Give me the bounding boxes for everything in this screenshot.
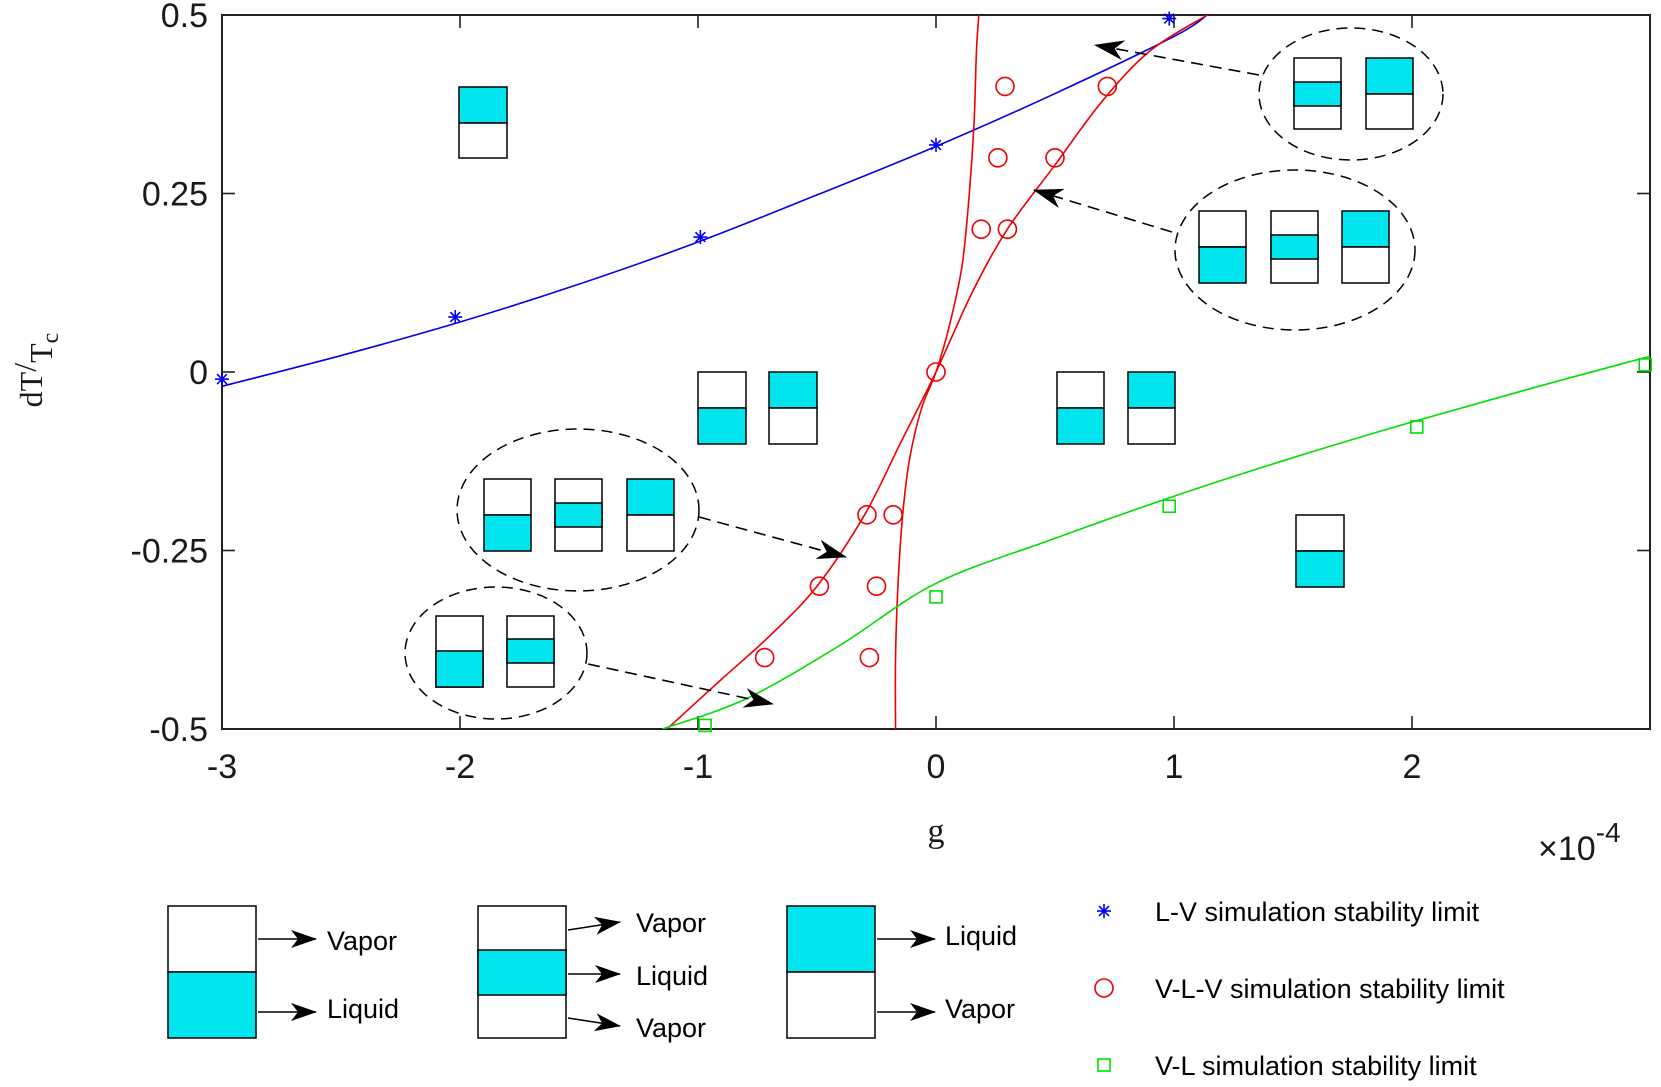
circle-marker: [995, 76, 1015, 97]
fit-curve: [662, 355, 1650, 729]
legend-label: Vapor: [636, 908, 706, 938]
asterisk-marker: [1162, 11, 1177, 26]
circle-marker: [754, 647, 775, 668]
callout-right-three-configs: [1033, 169, 1416, 331]
square-marker: [1638, 358, 1653, 372]
x-tick-label: 2: [1403, 748, 1422, 786]
asterisk-marker: [693, 230, 708, 245]
y-axis-label: dT/Tc: [7, 333, 64, 408]
circle-marker: [926, 362, 946, 382]
data-markers: [215, 11, 1653, 733]
legend-entry-label: L-V simulation stability limit: [1155, 897, 1480, 927]
phase-glyphs: [404, 27, 1444, 720]
x-tick-label: -1: [683, 748, 713, 786]
x-tick-label: -3: [207, 748, 237, 786]
fit-curve: [666, 15, 1208, 729]
svg-text:dT/Tc: dT/Tc: [7, 333, 64, 408]
config-liquid-over-vapor: Liquid Vapor: [786, 905, 1017, 1039]
x-tick-label: 1: [1165, 748, 1184, 786]
y-tick-label: 0.5: [161, 0, 208, 35]
asterisk-marker: [215, 372, 229, 387]
legend-entry-lv: L-V simulation stability limit: [1097, 897, 1480, 927]
callout-lower-left-liquid-vapor: [404, 586, 774, 720]
glyph-liquid-over-vapor-middle-left: [768, 371, 818, 445]
circle-marker: [866, 576, 887, 597]
x-tick-labels: -3 -2 -1 0 1 2: [207, 748, 1422, 786]
asterisk-marker: [448, 310, 463, 325]
y-label-slash: /: [7, 363, 43, 372]
circle-marker: [997, 219, 1018, 239]
y-label-main: dT: [13, 371, 49, 407]
glyph-vapor-over-liquid-lower-right: [1295, 514, 1345, 588]
legend-label: Liquid: [945, 921, 1017, 951]
legend-label: Vapor: [945, 994, 1015, 1024]
legend-label: Vapor: [636, 1013, 706, 1043]
legend-configurations: Vapor Liquid Vapor Liquid Vapor Liquid V…: [167, 905, 1017, 1043]
y-tick-label: -0.5: [149, 711, 208, 749]
config-vapor-over-liquid: Vapor Liquid: [167, 905, 399, 1039]
multiplier-exponent: -4: [1596, 817, 1621, 848]
x-axis-label: g: [928, 813, 945, 850]
y-tick-label: -0.25: [131, 533, 209, 571]
y-label-subsub: c: [38, 333, 64, 344]
callout-left-three-configs: [456, 428, 847, 592]
square-marker: [698, 718, 712, 733]
legend-label: Vapor: [327, 926, 397, 956]
fit-curve: [894, 15, 980, 729]
circle-marker: [1097, 76, 1118, 97]
y-tick-label: 0.25: [142, 176, 208, 214]
circle-marker: [857, 504, 877, 525]
circle-marker: [809, 576, 830, 597]
callout-upper-right-liquid-vapor: [1094, 27, 1444, 161]
legend-marker: [1097, 1058, 1111, 1072]
config-vapor-liquid-vapor: Vapor Liquid Vapor: [477, 905, 708, 1043]
x-axis-multiplier: ×10-4: [1538, 817, 1621, 868]
y-tick-labels: -0.5 -0.25 0 0.25 0.5: [131, 0, 209, 749]
circle-marker: [1045, 148, 1065, 168]
circle-marker: [883, 504, 903, 525]
legend-label: Liquid: [636, 961, 708, 991]
legend-entry-label: V-L simulation stability limit: [1155, 1051, 1477, 1081]
asterisk-marker: [929, 137, 943, 152]
glyph-vapor-over-liquid-middle-left: [697, 371, 747, 445]
circle-marker: [971, 219, 992, 239]
legend-marker: [1097, 904, 1111, 918]
legend-marker: [1094, 978, 1114, 998]
square-marker: [1409, 420, 1424, 434]
x-tick-label: -2: [445, 748, 475, 786]
circle-marker: [988, 148, 1008, 168]
fit-curves: [222, 15, 1650, 729]
legend-entry-vl: V-L simulation stability limit: [1097, 1051, 1477, 1081]
legend-entry-label: V-L-V simulation stability limit: [1155, 974, 1505, 1004]
glyph-vapor-over-liquid-middle-right: [1056, 371, 1105, 445]
y-tick-label: 0: [189, 354, 208, 392]
legend-series: L-V simulation stability limit V-L-V sim…: [1094, 897, 1505, 1081]
glyph-liquid-over-vapor-middle-right: [1127, 371, 1176, 445]
x-tick-label: 0: [927, 748, 946, 786]
y-label-sub: T: [23, 343, 59, 363]
circle-marker: [859, 647, 880, 668]
glyph-liquid-over-vapor-upper-left: [458, 86, 508, 159]
fit-curve: [222, 15, 1208, 388]
legend-square-icon: [1097, 1058, 1111, 1072]
legend-asterisk-icon: [1097, 904, 1111, 918]
axis-ticks: [221, 14, 1650, 730]
legend-circle-icon: [1094, 978, 1114, 998]
square-marker: [929, 590, 943, 604]
multiplier-base: ×10: [1538, 830, 1596, 868]
legend-entry-vlv: V-L-V simulation stability limit: [1094, 974, 1505, 1004]
square-marker: [1162, 499, 1177, 514]
legend-label: Liquid: [327, 994, 399, 1024]
